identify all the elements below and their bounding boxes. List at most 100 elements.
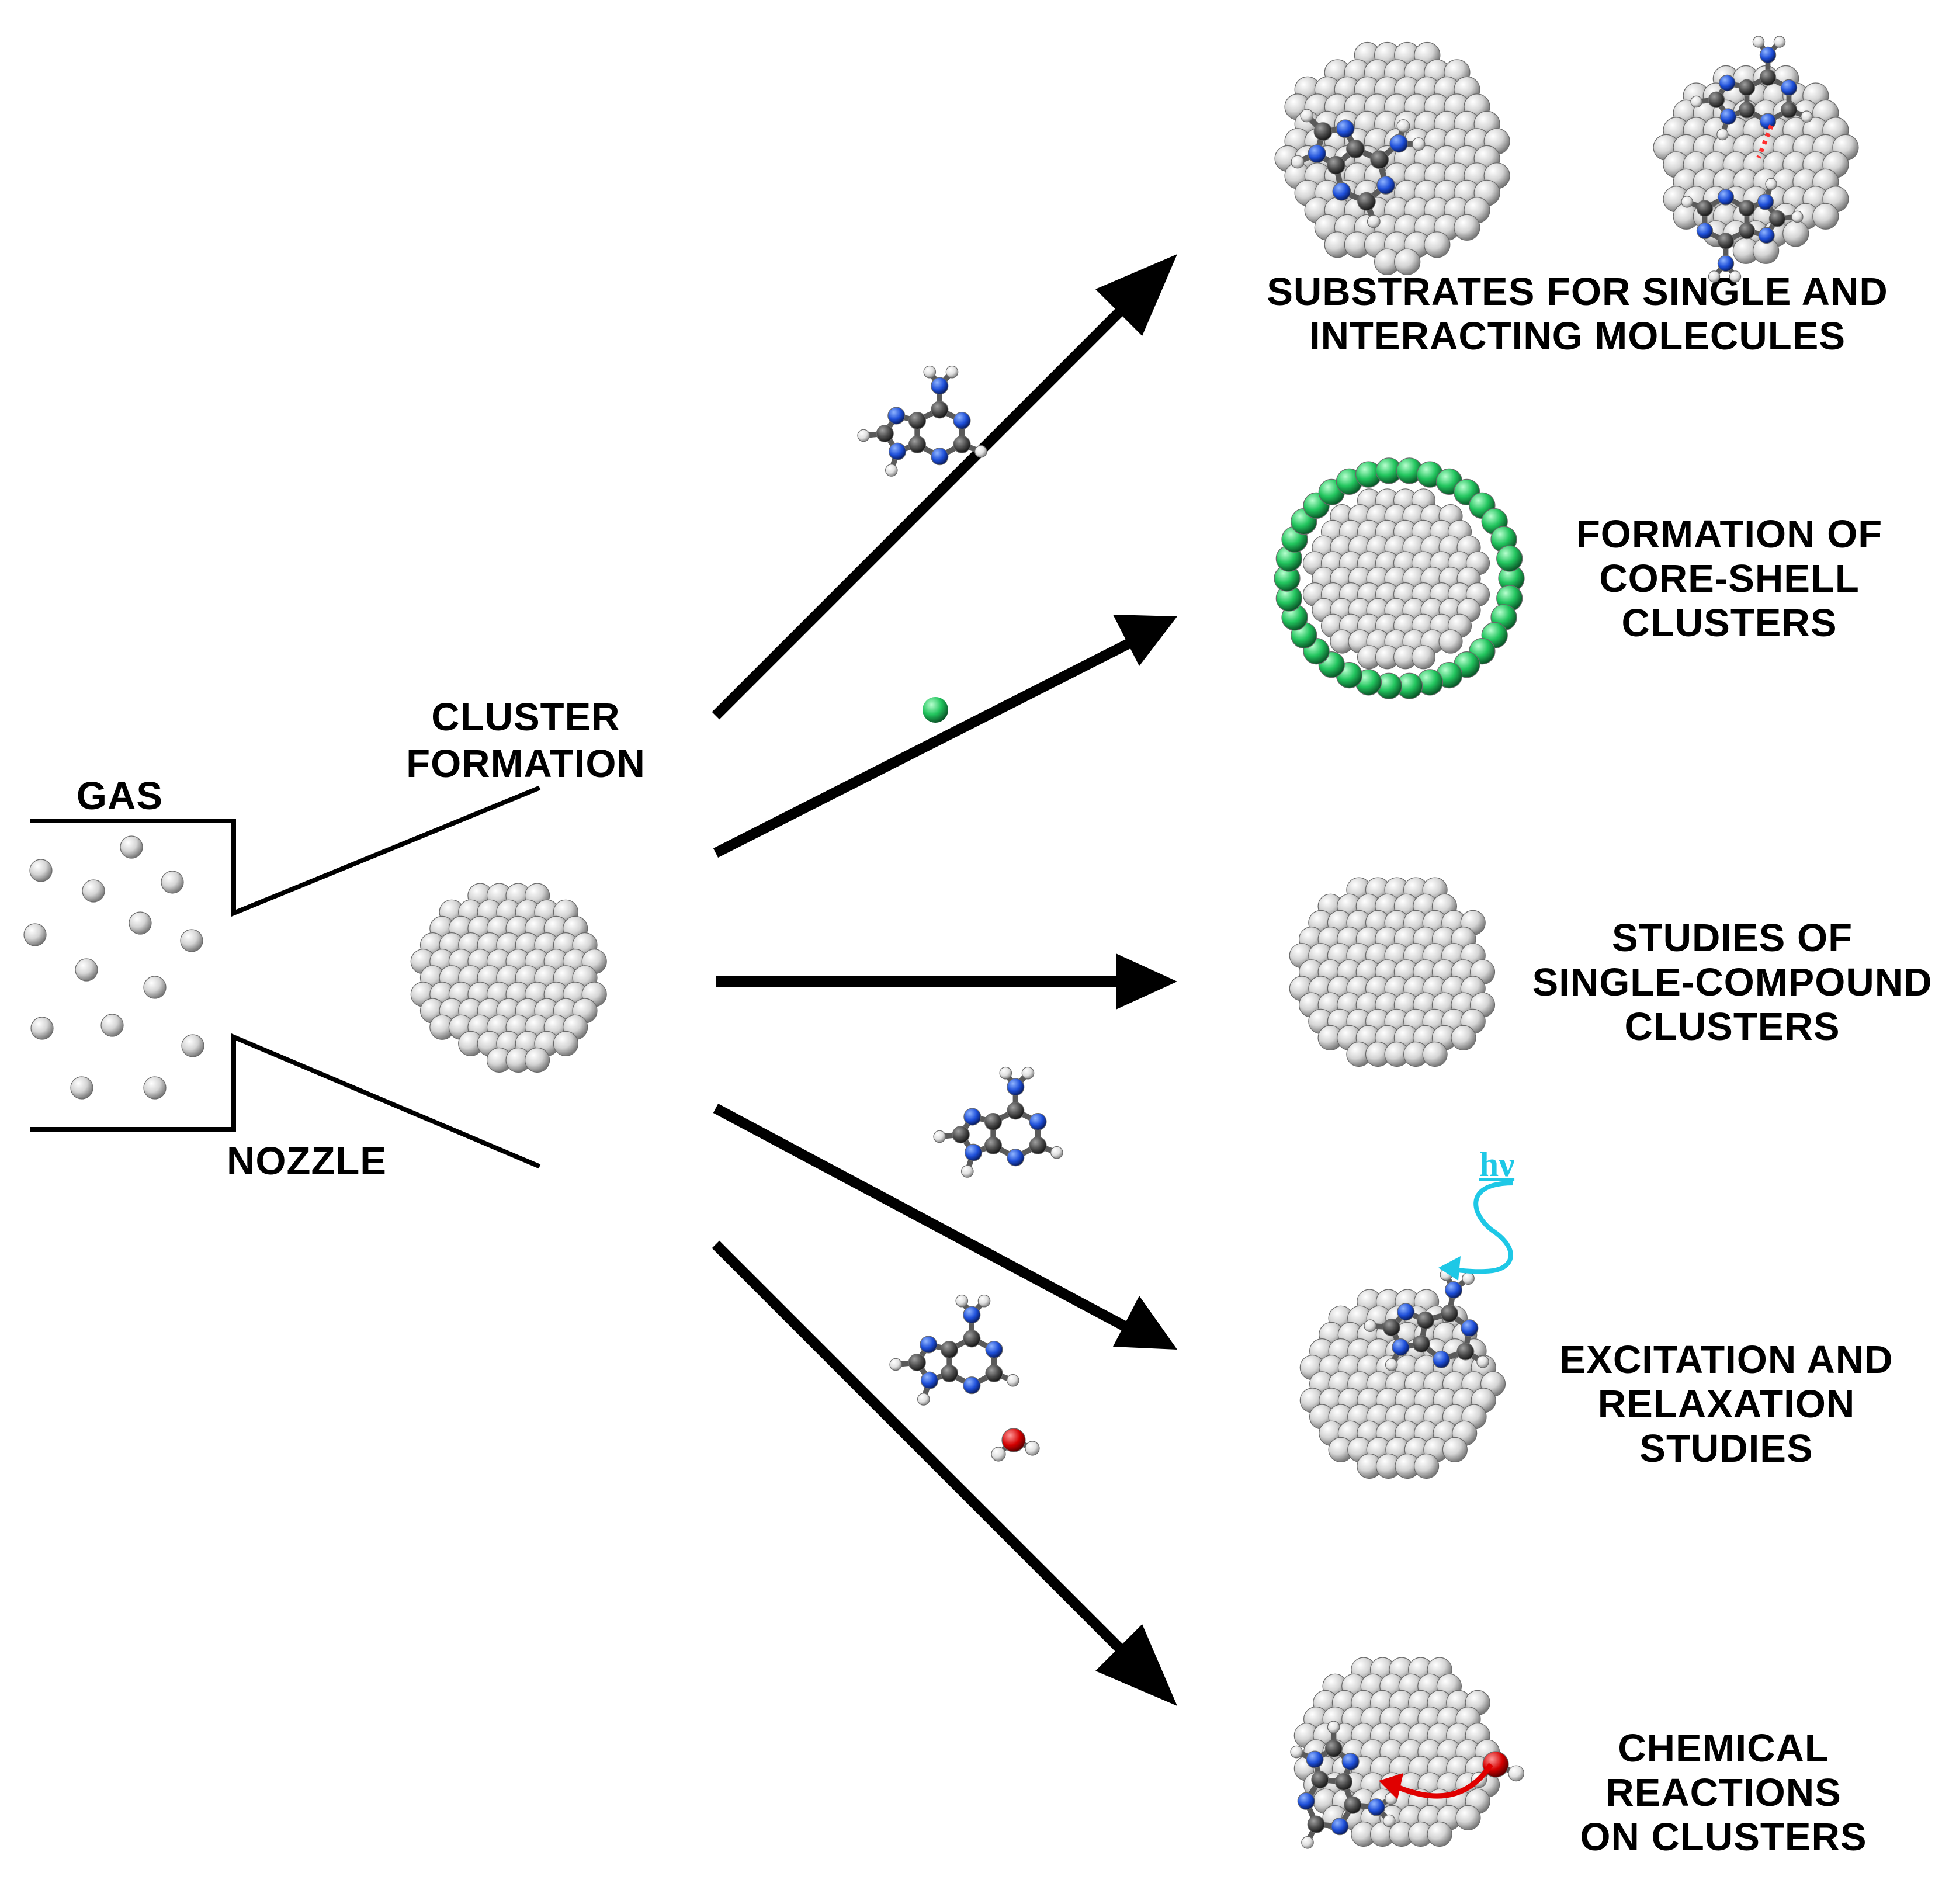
cluster-atom [1427, 1821, 1452, 1847]
adenine-on-cluster-icon [1681, 178, 1804, 283]
adenine-molecule-icon [889, 1294, 1019, 1406]
gas-atom [161, 871, 184, 894]
hydrogen-atom [1462, 1272, 1475, 1285]
nitrogen-atom [1007, 1078, 1025, 1096]
hydrogen-atom [889, 1358, 902, 1371]
gas-atoms [23, 835, 204, 1100]
carbon-atom [1416, 1311, 1435, 1330]
nitrogen-atom [1308, 144, 1327, 164]
substrates-label-1: SUBSTRATES FOR SINGLE AND [1267, 270, 1888, 314]
hydrogen-atom [1364, 1319, 1376, 1332]
nitrogen-atom [1306, 1750, 1324, 1768]
hydrogen-atom [1681, 196, 1693, 208]
excitation-label-2: RELAXATION [1598, 1382, 1856, 1426]
nozzle [30, 785, 541, 1169]
arrow-to-substrates-head [1095, 254, 1177, 336]
hydrogen-atom [1729, 270, 1742, 283]
single-compound-label-3: CLUSTERS [1624, 1005, 1840, 1049]
hydrogen-atom [1025, 1441, 1040, 1456]
nitrogen-atom [1336, 119, 1355, 138]
carbon-atom [1708, 91, 1725, 108]
carbon-atom [1696, 200, 1714, 217]
hydrogen-atom [1007, 1374, 1019, 1387]
carbon-atom [908, 1354, 926, 1372]
adenine-on-cluster-icon [1291, 109, 1426, 228]
nitrogen-atom [1376, 176, 1396, 195]
cluster-atom [1782, 220, 1809, 247]
arrow-to-chemical [712, 1240, 1135, 1663]
carbon-atom [1357, 192, 1376, 211]
cluster-atom [524, 1047, 550, 1073]
carbon-atom [940, 1340, 959, 1359]
carbon-atom [1370, 150, 1389, 169]
carbon-atom [908, 411, 927, 430]
nitrogen-atom [963, 1376, 981, 1395]
nitrogen-atom [1007, 1149, 1025, 1167]
carbon-atom [1717, 233, 1735, 249]
adenine-molecule-icon [857, 365, 987, 477]
carbon-atom [1326, 155, 1345, 175]
hydrogen-atom [1385, 1358, 1398, 1371]
gas-atom [180, 929, 203, 952]
carbon-atom [1738, 79, 1756, 96]
arrow-to-excitation-head [1113, 1296, 1177, 1350]
carbon-atom [984, 1136, 1003, 1154]
chemical-label-2: REACTIONS [1605, 1771, 1842, 1815]
hydrogen-atom [991, 1447, 1006, 1462]
nitrogen-atom [1389, 134, 1409, 153]
nitrogen-atom [1432, 1350, 1451, 1368]
gas-atom [70, 1076, 93, 1100]
gas-atom [29, 859, 53, 882]
nitrogen-atom [920, 1371, 939, 1389]
cluster-atom [1812, 203, 1839, 230]
carbon-atom [985, 1364, 1003, 1382]
cluster-atom [1414, 1453, 1440, 1479]
hydrogen-atom [885, 464, 898, 477]
carbon-atom [1780, 102, 1798, 119]
carbon-atom [963, 1330, 981, 1348]
nitrogen-atom [1719, 74, 1736, 92]
carbon-atom [1738, 222, 1756, 240]
hydrogen-atom [1801, 110, 1813, 123]
carbon-atom [1346, 140, 1365, 158]
cluster-atom [1455, 1805, 1481, 1830]
gas-atom [120, 835, 143, 859]
hydrogen-atom [933, 1130, 946, 1143]
hydrogen-bond-icon [1756, 124, 1774, 159]
carbon-atom [1738, 102, 1756, 119]
carbon-atom [1311, 1771, 1329, 1789]
gas-atom [129, 911, 152, 935]
carbon-atom [1412, 1335, 1430, 1353]
excitation-label-3: STUDIES [1639, 1427, 1813, 1471]
hydrogen-atom [1291, 155, 1305, 169]
nitrogen-atom [1759, 46, 1777, 64]
carbon-atom [1313, 122, 1333, 141]
single-compound-label-1: STUDIES OF [1612, 916, 1853, 960]
nitrogen-atom [1332, 182, 1351, 201]
cluster-atom [1422, 1041, 1448, 1067]
arrow-to-substrates [712, 297, 1135, 720]
nitrogen-atom [887, 407, 906, 425]
reaction-arrow-icon [1379, 1763, 1493, 1799]
carbon-atom [1007, 1102, 1025, 1120]
adenine-on-cluster-icon [1690, 36, 1813, 141]
nitrogen-atom [1757, 193, 1774, 210]
carbon-atom [984, 1112, 1003, 1131]
nitrogen-atom [1029, 1112, 1047, 1131]
water-molecule-icon [991, 1428, 1040, 1462]
nitrogen-atom [1717, 189, 1735, 206]
cluster-atom [1394, 248, 1421, 275]
chemical-label-3: ON CLUSTERS [1580, 1815, 1867, 1859]
nitrogen-atom [963, 1306, 981, 1324]
core-shell-label-3: CLUSTERS [1621, 601, 1837, 645]
gas-atom [75, 958, 98, 982]
hydrogen-atom [1300, 109, 1314, 123]
hydrogen-atom [1396, 119, 1410, 133]
cluster-atom [1442, 1437, 1468, 1462]
core-shell-label-1: FORMATION OF [1576, 512, 1882, 556]
nitrogen-atom [1780, 79, 1798, 96]
carbon-atom [940, 1364, 959, 1382]
hydrogen-atom [977, 1294, 991, 1308]
arrow-to-single-compound-head [1116, 953, 1177, 1010]
nitrogen-atom [1367, 1798, 1385, 1816]
